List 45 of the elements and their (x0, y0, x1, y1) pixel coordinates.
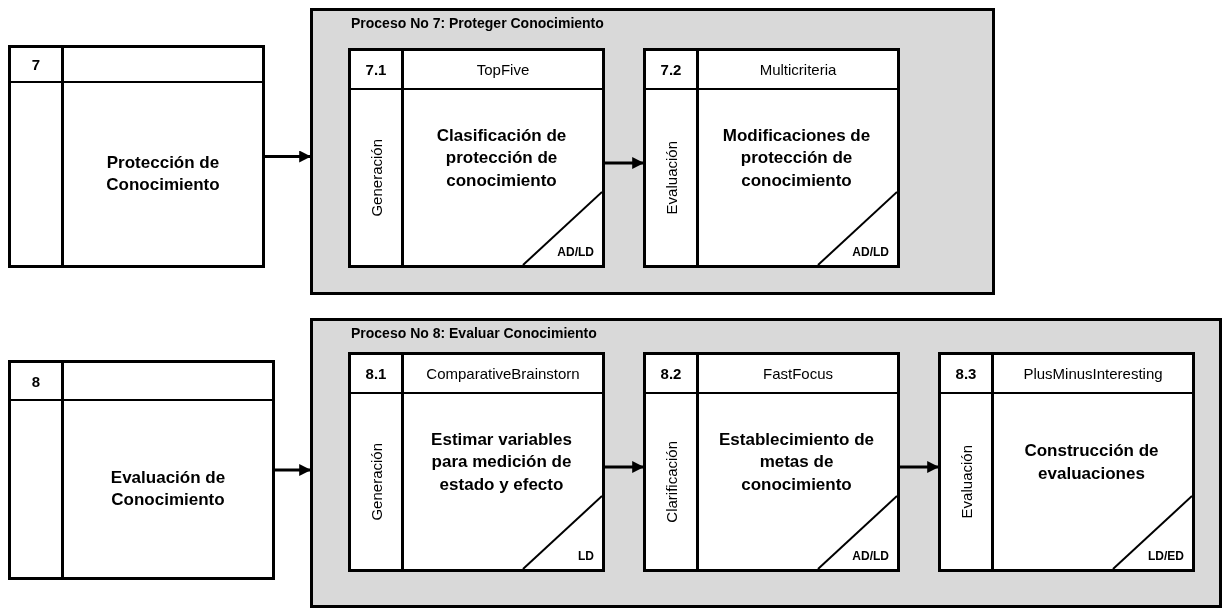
function-box (8, 45, 265, 268)
activity-title: Construcción de evaluaciones (1023, 440, 1160, 485)
role-code: AD/LD (557, 245, 594, 259)
activity-title: Clasificación de protección de conocimiento (435, 125, 568, 192)
box-number: 7 (31, 56, 41, 73)
role-code: AD/LD (852, 549, 889, 563)
activity-title: Estimar variables para medición de estado y efecto (430, 429, 573, 496)
phase-label: Evaluación (957, 444, 975, 519)
activity-box (938, 352, 1195, 572)
activity-box (348, 48, 605, 268)
role-code: LD (578, 549, 594, 563)
activity-title: Establecimiento de metas de conocimiento (718, 429, 875, 496)
role-code: AD/LD (852, 245, 889, 259)
method-name: PlusMinusInteresting (1023, 365, 1163, 382)
box-number: 8 (31, 372, 41, 390)
activity-box (643, 352, 900, 572)
function-title: Evaluación de Conocimiento (109, 466, 227, 511)
activity-title: Modificaciones de protección de conocimiento (721, 125, 872, 192)
method-name: Multicriteria (759, 61, 837, 78)
arrow (265, 150, 312, 163)
phase-label: Generación (367, 138, 385, 217)
role-code: LD/ED (1148, 549, 1184, 563)
activity-box (348, 352, 605, 572)
phase-label: Clarificación (662, 440, 680, 523)
step-number: 7.2 (660, 61, 682, 78)
function-box (8, 360, 275, 580)
step-number: 8.2 (660, 365, 682, 382)
step-number: 8.1 (365, 365, 387, 382)
function-title: Protección de Conocimiento (105, 151, 221, 196)
arrow (605, 461, 645, 473)
arrow (275, 464, 312, 476)
method-name: ComparativeBrainstorn (426, 365, 580, 382)
process-group (310, 8, 995, 295)
method-name: TopFive (476, 61, 530, 78)
phase-label: Generación (367, 442, 385, 521)
arrow (605, 157, 645, 169)
activity-box (643, 48, 900, 268)
step-number: 7.1 (365, 61, 387, 78)
phase-label: Evaluación (662, 140, 680, 215)
group-title: Proceso No 8: Evaluar Conocimiento (351, 325, 597, 341)
method-name: FastFocus (763, 365, 833, 382)
step-number: 8.3 (955, 365, 977, 382)
arrow (900, 461, 940, 473)
group-title: Proceso No 7: Proteger Conocimiento (351, 15, 604, 31)
process-group (310, 318, 1222, 608)
